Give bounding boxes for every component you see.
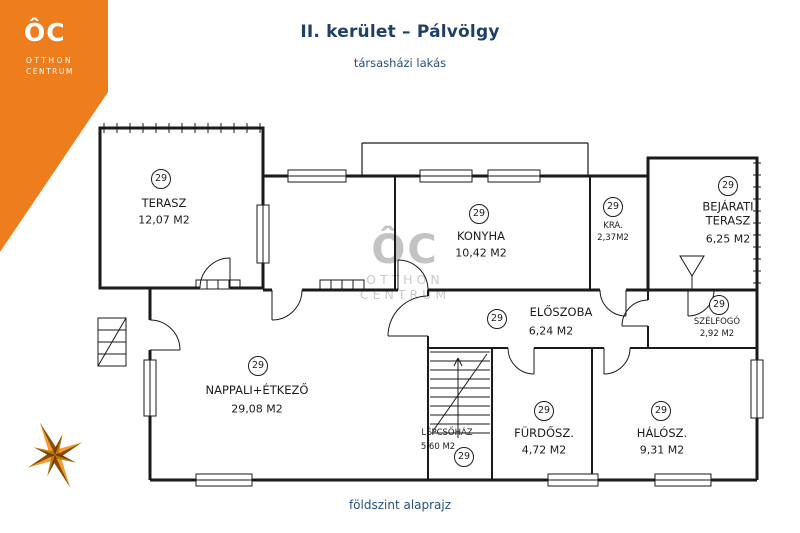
room-area-haloszoba: 9,31 M2 <box>639 443 685 457</box>
room-area-furdoszoba: 4,72 M2 <box>521 443 567 457</box>
brand-name-line2: CENTRUM <box>26 67 74 76</box>
room-label-eloszoba: ELŐSZOBA <box>529 305 593 319</box>
room-label-szelfogo: SZÉLFOGÓ <box>693 317 741 327</box>
room-area-bejarati-terasz: 6,25 M2 <box>705 232 751 246</box>
floor-caption: földszint alaprajz <box>348 498 452 512</box>
brand-name-line1: OTTHON <box>26 56 74 65</box>
page-subtitle: társasházi lakás <box>353 56 447 70</box>
compass-rose-icon <box>27 422 83 488</box>
room-label-furdoszoba: FÜRDŐSZ. <box>514 426 574 440</box>
door-gap-masks <box>146 284 230 350</box>
room-number-badge: 29 <box>248 356 268 376</box>
room-number-badge: 29 <box>487 309 507 329</box>
room-number-badge: 29 <box>534 401 554 421</box>
entry-funnel-symbol <box>679 255 705 290</box>
room-number-badge: 29 <box>151 169 171 189</box>
room-number-badge: 29 <box>469 204 489 224</box>
room-area-terasz: 12,07 M2 <box>138 213 190 227</box>
brand-ribbon-shape <box>0 0 108 252</box>
room-area-nappali-etkezo: 29,08 M2 <box>231 402 283 416</box>
room-number-badge: 29 <box>651 401 671 421</box>
room-number-badge: 29 <box>603 197 623 217</box>
room-label-haloszoba: HÁLÓSZ. <box>636 426 688 440</box>
brand-logo-icon: ÔC <box>24 18 66 47</box>
room-label-terasz: TERASZ <box>141 196 187 210</box>
room-area-kra: 2,37M2 <box>597 233 629 243</box>
room-label-lepcsohaz: LÉPCSŐHÁZ <box>421 428 473 438</box>
room-number-badge: 29 <box>454 447 474 467</box>
room-area-konyha: 10,42 M2 <box>455 246 507 260</box>
windows-group <box>143 169 764 487</box>
room-area-szelfogo: 2,92 M2 <box>699 329 735 339</box>
room-label-konyha: KONYHA <box>456 229 506 243</box>
page-title: II. kerület – Pálvölgy <box>300 22 500 42</box>
stairs-group <box>430 351 490 438</box>
doors-group <box>149 257 715 375</box>
room-number-badge: 29 <box>718 176 738 196</box>
room-area-eloszoba: 6,24 M2 <box>528 324 574 338</box>
watermark-line1: OTTHON <box>366 272 444 287</box>
room-number-badge: 29 <box>709 295 729 315</box>
brand-ribbon: ÔC OTTHON CENTRUM <box>0 0 120 260</box>
watermark-logo-icon: ÔC <box>371 227 439 273</box>
room-label-kra: KRA. <box>603 221 623 231</box>
exterior-steps-group <box>97 317 127 367</box>
room-label-bejarati-terasz: BEJÁRATI TERASZ <box>702 199 754 228</box>
room-label-nappali-etkezo: NAPPALI+ÉTKEZŐ <box>205 383 309 397</box>
radiators-group <box>195 279 365 290</box>
room-area-lepcsohaz: 5,60 M2 <box>420 442 456 452</box>
